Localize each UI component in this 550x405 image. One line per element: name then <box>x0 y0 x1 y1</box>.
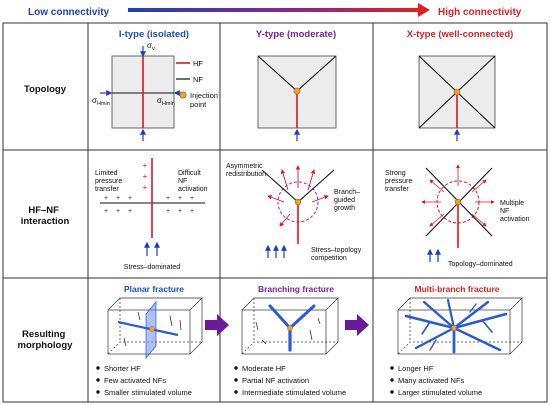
progression-arrow-2 <box>345 314 369 336</box>
natural-fracture-left <box>261 169 299 203</box>
legend-nf-label: NF <box>193 75 203 84</box>
branching-fracture-network <box>268 304 316 352</box>
connectivity-arrow-head <box>418 3 430 17</box>
natural-fracture-right <box>296 55 337 92</box>
svg-text:Many activated NFs: Many activated NFs <box>398 376 465 385</box>
svg-text:Partial NF activation: Partial NF activation <box>242 376 309 385</box>
morphology-multi-branch: Multi-branch fracture <box>397 284 523 355</box>
row-label-topology: Topology <box>24 84 67 95</box>
multi-branch-fracture-network <box>404 298 508 354</box>
hydraulic-fracture-trace <box>117 320 179 337</box>
interaction-y-type: Asymmetric redistribution Branch– guided… <box>226 163 363 262</box>
injection-point <box>451 325 457 331</box>
limited-pressure-transfer-note: Limited pressure transfer <box>95 170 124 193</box>
radial-pressure-arrows <box>421 164 495 227</box>
natural-fracture-traces <box>255 317 321 345</box>
svg-text:Longer HF: Longer HF <box>398 364 434 373</box>
svg-text:Few activated NFs: Few activated NFs <box>104 376 166 385</box>
multiple-nf-activation-note: Multiple NF activation <box>500 200 530 223</box>
injection-point <box>454 198 462 206</box>
sigma-v-label: σv <box>147 41 155 52</box>
svg-text:+: + <box>143 172 148 181</box>
column-title-i-type: I-type (isolated) <box>119 29 189 40</box>
svg-text:Intermediate stimulated volume: Intermediate stimulated volume <box>242 388 346 397</box>
injection-point <box>294 198 302 206</box>
interaction-x-type: Strong pressure transfer Multiple NF act… <box>385 164 530 268</box>
svg-text:+: + <box>190 208 194 215</box>
svg-text:Shorter HF: Shorter HF <box>104 364 141 373</box>
planar-bullets: Shorter HF Few activated NFs Smaller sti… <box>96 364 192 397</box>
strong-pressure-transfer-note: Strong pressure transfer <box>385 170 414 193</box>
legend-hf-label: HF <box>193 59 203 68</box>
pressure-redistribution-arrows <box>267 165 329 227</box>
svg-text:+: + <box>143 161 148 170</box>
interaction-i-type: + + + + + + + + + + + + + + + Limited pressure trans… <box>95 158 208 271</box>
connectivity-gradient-bar <box>128 8 418 12</box>
svg-text:+: + <box>190 195 194 202</box>
table-frame <box>2 22 548 403</box>
multi-branch-fracture-title: Multi-branch fracture <box>414 284 499 294</box>
morphology-planar: Planar fracture <box>107 284 203 359</box>
topology-dominated-note: Topology–dominated <box>448 261 513 268</box>
stress-dominated-note: Stress–dominated <box>124 264 181 271</box>
svg-text:+: + <box>116 208 120 215</box>
svg-text:Larger stimulated volume: Larger stimulated volume <box>398 388 482 397</box>
branching-fracture-title: Branching fracture <box>258 284 334 294</box>
svg-text:+: + <box>104 208 108 215</box>
topology-i-type: σv σHmin σHmin HF NF Injection point <box>92 41 220 141</box>
stress-topology-competition-note: Stress–topology competition <box>311 247 363 262</box>
legend-injection-label: Injection point <box>190 91 220 109</box>
difficult-nf-activation-note: Difficult NF activation <box>178 170 208 193</box>
injection-point <box>293 87 301 95</box>
natural-fracture-right <box>297 169 335 203</box>
injection-point <box>453 88 461 96</box>
column-title-x-type: X-type (well-connected) <box>407 29 514 40</box>
topology-x-type <box>418 55 496 141</box>
natural-fracture-traces <box>123 311 182 347</box>
svg-text:Moderate HF: Moderate HF <box>242 364 286 373</box>
svg-text:+: + <box>178 195 182 202</box>
asymmetric-redistribution-note: Asymmetric redistribution <box>226 163 266 178</box>
svg-text:+: + <box>128 195 132 202</box>
planar-fracture-title: Planar fracture <box>124 284 184 294</box>
svg-text:+: + <box>143 183 148 192</box>
sigma-hmin-label-right: σHmin <box>157 96 175 107</box>
row-label-resulting-morphology: Resulting morphology <box>18 329 74 351</box>
column-title-y-type: Y-type (moderate) <box>256 29 336 40</box>
injection-point <box>287 325 293 331</box>
connectivity-header: Low connectivity High connectivity <box>28 3 522 18</box>
svg-text:+: + <box>104 195 108 202</box>
svg-text:+: + <box>166 195 170 202</box>
injection-point <box>149 326 155 332</box>
morphology-branching: Branching fracture <box>241 284 339 355</box>
nf-compression-signs: + + + + + + + + + + + + <box>104 195 194 215</box>
svg-text:+: + <box>128 208 132 215</box>
progression-arrow-1 <box>205 314 229 336</box>
svg-text:Smaller stimulated volume: Smaller stimulated volume <box>104 388 192 397</box>
rock-box <box>241 297 339 355</box>
branch-guided-growth-note: Branch– guided growth <box>334 189 362 212</box>
branching-bullets: Moderate HF Partial NF activation Interm… <box>234 364 346 397</box>
legend-injection-swatch <box>179 91 187 99</box>
svg-text:+: + <box>178 208 182 215</box>
multi-branch-bullets: Longer HF Many activated NFs Larger stim… <box>390 364 482 397</box>
svg-text:+: + <box>116 195 120 202</box>
low-connectivity-label: Low connectivity <box>28 7 110 18</box>
sigma-hmin-label-left: σHmin <box>92 96 110 107</box>
pressure-plus-signs: + + + <box>143 161 148 192</box>
svg-text:+: + <box>166 208 170 215</box>
high-connectivity-label: High connectivity <box>438 7 522 18</box>
natural-fracture-left <box>257 55 298 92</box>
topology-y-type <box>257 55 337 141</box>
rock-box <box>397 297 523 355</box>
row-label-hf-nf-interaction: HF–NF interaction <box>21 205 70 227</box>
